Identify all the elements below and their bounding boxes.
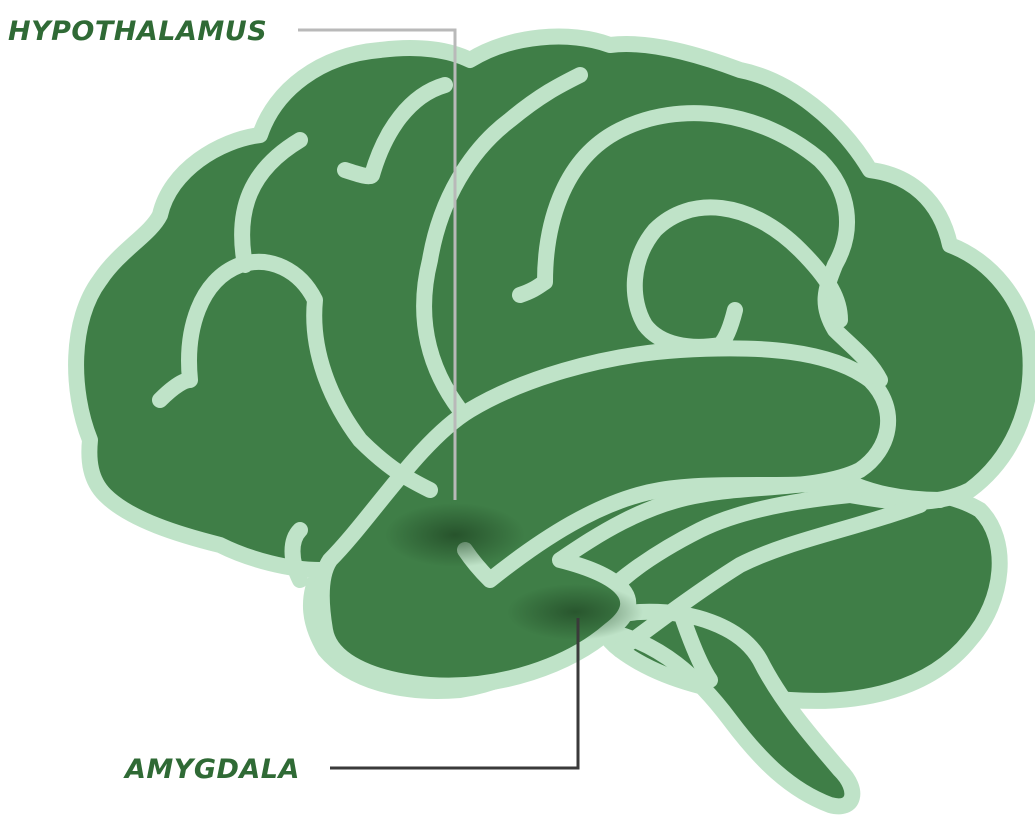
amygdala-region bbox=[507, 584, 643, 640]
hypothalamus-region bbox=[385, 503, 525, 567]
amygdala-label: AMYGDALA bbox=[123, 754, 300, 785]
hypothalamus-label: HYPOTHALAMUS bbox=[8, 16, 267, 47]
